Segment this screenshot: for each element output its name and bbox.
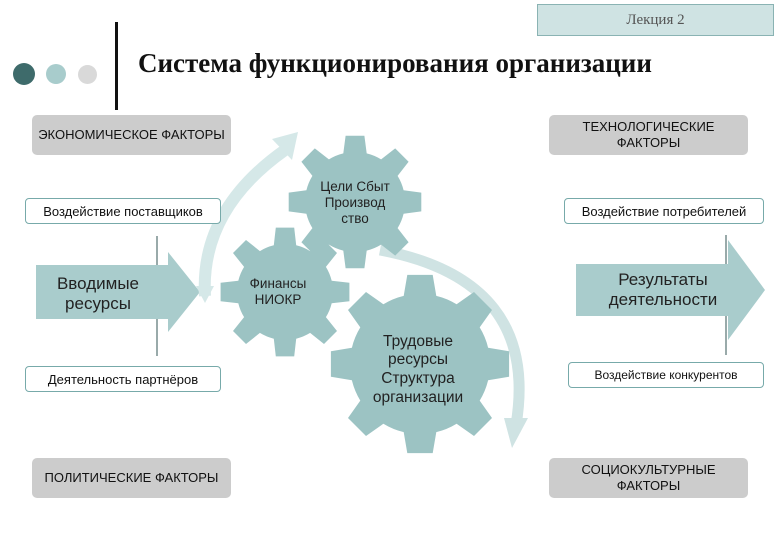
- gear-finance: [220, 227, 350, 357]
- output-results-label: Результаты деятельности: [608, 270, 718, 309]
- gear-labor-label: Трудовые ресурсы Структура организации: [372, 332, 464, 406]
- input-arrow: [36, 252, 200, 332]
- gear-finance-label: Финансы НИОКР: [249, 275, 307, 307]
- sociocultural-factors: СОЦИОКУЛЬТУРНЫЕ ФАКТОРЫ: [549, 458, 748, 498]
- technological-factors: ТЕХНОЛОГИЧЕСКИЕ ФАКТОРЫ: [549, 115, 748, 155]
- suppliers-influence: Воздействие поставщиков: [25, 198, 221, 224]
- decor-dot-dark: [13, 63, 35, 85]
- decor-dot-mid: [46, 64, 66, 84]
- political-factors: ПОЛИТИЧЕСКИЕ ФАКТОРЫ: [32, 458, 231, 498]
- decor-dot-light: [78, 65, 97, 84]
- page-title: Система функционирования организации: [138, 48, 652, 78]
- economic-factors: ЭКОНОМИЧЕСКОЕ ФАКТОРЫ: [32, 115, 231, 155]
- gear-labor: [330, 274, 510, 454]
- flow-arc-right: [378, 244, 525, 426]
- gear-goals-label: Цели Сбыт Производ ство: [320, 178, 390, 227]
- lecture-label: Лекция 2: [537, 4, 774, 36]
- flow-arc-left-head: [272, 132, 298, 160]
- consumers-influence: Воздействие потребителей: [564, 198, 764, 224]
- competitors-influence: Воздействие конкурентов: [568, 362, 764, 388]
- gear-goals: [288, 135, 422, 269]
- flow-arc-left: [198, 145, 289, 297]
- output-arrow: [576, 240, 765, 340]
- input-resources-label: Вводимые ресурсы: [56, 274, 140, 313]
- title-divider: [115, 22, 118, 110]
- partners-influence: Деятельность партнёров: [25, 366, 221, 392]
- flow-arc-left-tail: [196, 286, 214, 303]
- flow-arc-right-head: [504, 418, 528, 448]
